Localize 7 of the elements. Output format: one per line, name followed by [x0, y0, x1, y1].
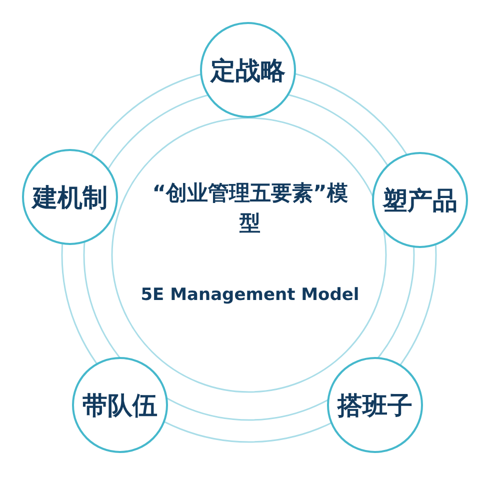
- node-label: 带队伍: [82, 390, 158, 422]
- model-subtitle: 5E Management Model: [140, 284, 360, 307]
- model-title: “创业管理五要素”模型: [151, 180, 349, 238]
- node-label: 定战略: [210, 54, 286, 86]
- node-label: 建机制: [32, 182, 108, 214]
- node-label: 塑产品: [382, 184, 458, 216]
- node-label: 搭班子: [338, 390, 412, 422]
